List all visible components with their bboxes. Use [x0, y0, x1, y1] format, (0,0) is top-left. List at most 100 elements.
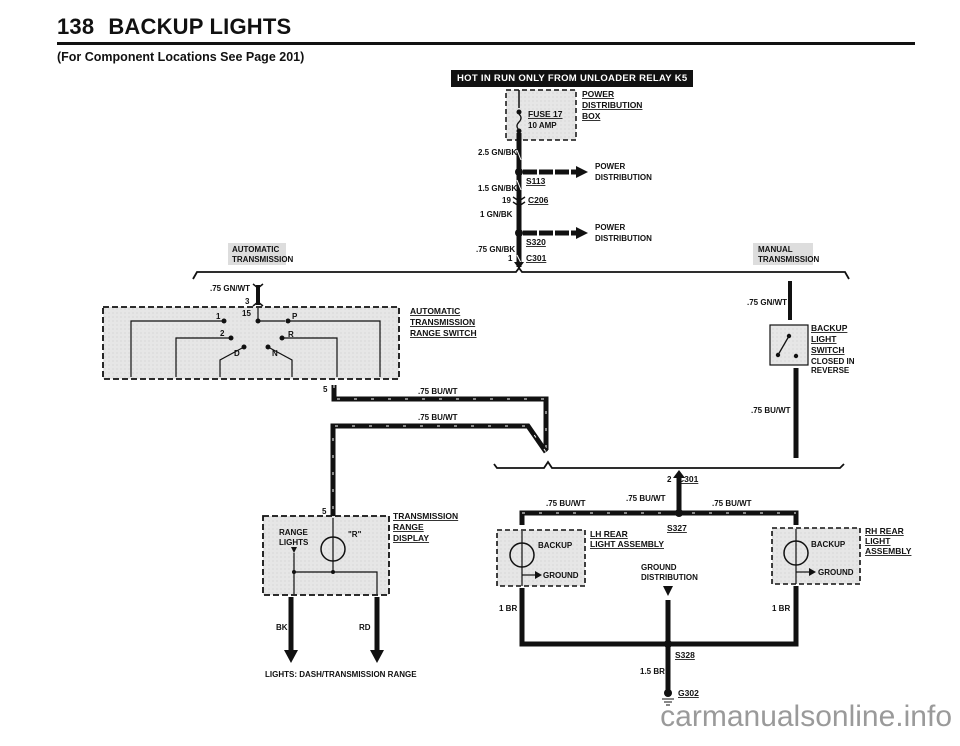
pin-label: 5: [322, 507, 327, 516]
position-d: D: [234, 349, 240, 358]
connector-c206: C206: [528, 195, 549, 205]
connector-pin: 1: [508, 254, 513, 263]
transmission-bracket: AUTOMATIC TRANSMISSION MANUAL TRANSMISSI…: [192, 243, 850, 280]
rear-lights-circuit: 2 C301 .75 BU/WT .75 BU/WT .75 BU/WT S32…: [496, 470, 912, 706]
wire-label-bk: BK: [276, 623, 288, 632]
position-1: 1: [216, 312, 221, 321]
wire-label-75-bu-wt: .75 BU/WT: [712, 499, 752, 508]
manual-tag: TRANSMISSION: [758, 255, 820, 264]
range-switch-label: RANGE SWITCH: [410, 328, 477, 338]
splice-label-s328: S328: [675, 650, 695, 660]
backup-switch-label: SWITCH: [811, 345, 845, 355]
splice-s327: [675, 509, 683, 517]
connector-icon: [512, 196, 526, 207]
lights-footer-label: LIGHTS: DASH/TRANSMISSION RANGE: [265, 670, 417, 679]
arrow-down-icon: [284, 650, 298, 663]
automatic-tag: AUTOMATIC: [232, 245, 279, 254]
splice-label-s320: S320: [526, 237, 546, 247]
ground-point-icon: [664, 689, 672, 697]
position-r: R: [288, 330, 294, 339]
title-rule: [57, 42, 915, 45]
power-box-label-2: DISTRIBUTION: [582, 100, 642, 110]
pin-label: 5: [323, 385, 328, 394]
lh-rear-light-assembly: [496, 529, 586, 587]
lh-rear-label: LH REAR: [590, 529, 628, 539]
wire-label-75-bu-wt: .75 BU/WT: [418, 413, 458, 422]
splice-s328: [664, 640, 672, 648]
automatic-range-switch: .75 GN/WT 3 15 1 2 D N R P AUTOMATIC TRA…: [102, 283, 477, 394]
position-n: N: [272, 349, 278, 358]
power-distribution-label: DISTRIBUTION: [595, 173, 652, 182]
connector-c301: C301: [678, 474, 699, 484]
position-p: P: [292, 312, 298, 321]
arrow-down-icon: [370, 650, 384, 663]
wire-label-1-gn-bk: 1 GN/BK: [480, 210, 513, 219]
arrow-right-icon: [576, 227, 588, 239]
rear-bracket: [493, 460, 845, 469]
manual-backup-switch: .75 GN/WT BACKUP LIGHT SWITCH CLOSED IN …: [747, 281, 855, 458]
manual-tag: MANUAL: [758, 245, 793, 254]
pin-label: 15: [242, 309, 251, 318]
watermark: carmanualsonline.info: [660, 700, 952, 733]
display-label: RANGE: [393, 522, 424, 532]
wire-label-1-5-br: 1.5 BR: [640, 667, 665, 676]
rh-rear-label: RH REAR: [865, 526, 904, 536]
ground-distribution-label: DISTRIBUTION: [641, 573, 698, 582]
hot-in-run-banner: HOT IN RUN ONLY FROM UNLOADER RELAY K5: [451, 70, 694, 87]
arrow-right-icon: [576, 166, 588, 178]
ground-label: GROUND: [543, 571, 579, 580]
page-number: 138: [57, 14, 95, 39]
transmission-range-display: 5 TRANSMISSION RANGE DISPLAY RANGE LIGHT…: [262, 507, 458, 679]
splice-s320: [515, 229, 523, 237]
fuse-name: FUSE 17: [528, 109, 563, 119]
range-lights-label: LIGHTS: [279, 538, 309, 547]
ground-arrow-icon: [809, 568, 816, 576]
position-2: 2: [220, 329, 225, 338]
backup-switch-label: BACKUP: [811, 323, 848, 333]
ground-distribution-label: GROUND: [641, 563, 677, 572]
bulb-label: "R": [348, 530, 362, 539]
connector-c301: C301: [526, 253, 547, 263]
splice-label-s113: S113: [526, 176, 546, 186]
display-label: TRANSMISSION: [393, 511, 458, 521]
display-label: DISPLAY: [393, 533, 429, 543]
backup-label: BACKUP: [811, 540, 846, 549]
wire-label-1-5-gn-bk: 1.5 GN/BK: [478, 184, 517, 193]
feed-wire: 2.5 GN/BK POWER DISTRIBUTION S113 1.5 GN…: [476, 133, 652, 269]
backup-switch-label: LIGHT: [811, 334, 837, 344]
connector-pin: 19: [502, 196, 511, 205]
page-heading: BACKUP LIGHTS: [108, 14, 292, 39]
wire-label-75-bu-wt: .75 BU/WT: [626, 494, 666, 503]
rh-rear-label: ASSEMBLY: [865, 546, 912, 556]
splice-s113: [515, 168, 523, 176]
wire-label-75-gn-wt: .75 GN/WT: [210, 284, 250, 293]
power-box-label-1: POWER: [582, 89, 614, 99]
wire-label-1-br: 1 BR: [499, 604, 517, 613]
page-title: 138 BACKUP LIGHTS: [57, 14, 291, 40]
range-switch-label: AUTOMATIC: [410, 306, 460, 316]
power-distribution-label: DISTRIBUTION: [595, 234, 652, 243]
ground-arrow-icon: [535, 571, 542, 579]
page-subtitle: (For Component Locations See Page 201): [57, 50, 305, 64]
backup-label: BACKUP: [538, 541, 573, 550]
power-distribution-label: POWER: [595, 223, 625, 232]
lh-rear-label: LIGHT ASSEMBLY: [590, 539, 664, 549]
arrow-down-icon: [663, 586, 673, 596]
power-box-label-3: BOX: [582, 111, 601, 121]
fuse-icon: [516, 113, 522, 131]
splice-label-s327: S327: [667, 523, 687, 533]
bu-wt-wires: .75 BU/WT .75 BU/WT: [330, 385, 549, 560]
fuse-rating: 10 AMP: [528, 121, 557, 130]
automatic-tag: TRANSMISSION: [232, 255, 294, 264]
rh-rear-label: LIGHT: [865, 536, 891, 546]
connector-pin: 2: [667, 475, 672, 484]
wire-label-75-gn-wt: .75 GN/WT: [747, 298, 787, 307]
wire-label-75-bu-wt: .75 BU/WT: [751, 406, 791, 415]
wire-label-rd: RD: [359, 623, 371, 632]
wire-label-2-5-gn-bk: 2.5 GN/BK: [478, 148, 517, 157]
wire-label-1-br: 1 BR: [772, 604, 790, 613]
wire-label-75-bu-wt: .75 BU/WT: [546, 499, 586, 508]
ground-point-label-g302: G302: [678, 688, 699, 698]
wire-label-75-gn-bk: .75 GN/BK: [476, 245, 515, 254]
